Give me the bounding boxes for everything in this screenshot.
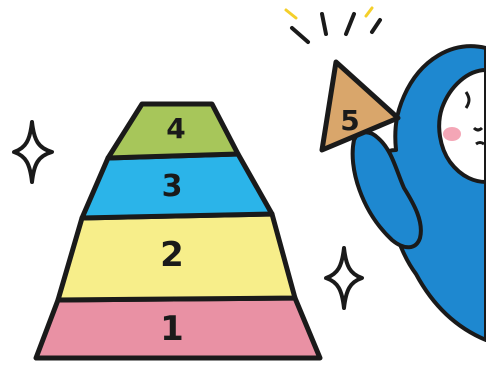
pyramid-level-4-label: 4	[166, 112, 185, 145]
shine-marks	[292, 14, 380, 42]
character-eye-2	[476, 143, 484, 145]
top-piece-label: 5	[340, 104, 359, 137]
pyramid-level-2-label: 2	[160, 235, 184, 275]
pyramid-level-3-label: 3	[162, 169, 183, 204]
shine-glow-2	[366, 8, 372, 16]
shine-mark-1	[292, 28, 308, 42]
blue-character	[353, 46, 486, 340]
shine-mark-3	[346, 14, 354, 34]
sparkle-bottom-icon	[326, 248, 362, 308]
shine-glow-1	[286, 10, 296, 18]
shine-mark-4	[372, 20, 380, 32]
shine-marks-yellow	[286, 8, 372, 18]
shine-mark-2	[322, 14, 326, 34]
sparkle-left-icon	[14, 122, 52, 182]
character-cheek	[443, 127, 461, 141]
pyramid-level-1-label: 1	[160, 309, 184, 349]
